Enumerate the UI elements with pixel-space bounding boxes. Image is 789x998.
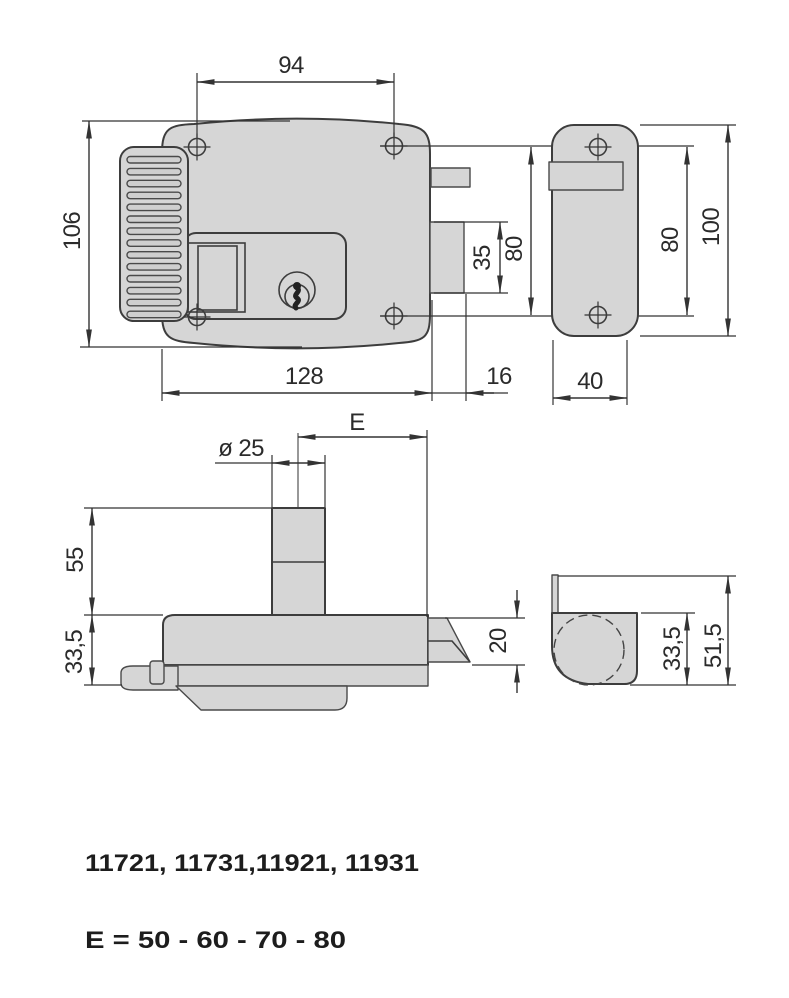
front-dimensions: 94 106 128 16 35 80 [59,52,534,396]
slide-knob-inner [197,245,238,311]
footer: 11721, 11731,11921, 11931 E = 50 - 60 - … [85,850,419,954]
dim-94: 94 [278,52,304,79]
dim-55: 55 [62,547,89,573]
latch-front [430,167,471,188]
section-view: E ø 25 55 33,5 20 [61,409,525,711]
strike-section-dimensions: 33,5 51,5 [659,575,731,686]
keyhole-icon [292,282,301,311]
dim-33-5-right: 33,5 [659,627,686,672]
dim-128: 128 [285,363,323,390]
grille [119,146,189,322]
strike-body-section [551,612,638,685]
dim-51-5: 51,5 [700,624,727,669]
dim-E: E [349,409,364,436]
front-view: 94 106 128 16 35 80 [59,52,694,401]
strike-plate [551,124,639,337]
lock-body-section [162,614,429,666]
case-below [175,685,348,711]
dim-35: 35 [469,245,496,271]
dim-100: 100 [698,208,725,246]
dim-40: 40 [577,368,603,395]
strike-plate-view: 80 100 40 [548,124,736,405]
strike-box [548,161,624,191]
latch-bolt-section [427,617,471,663]
dim-80-front: 80 [501,236,528,262]
deadbolt-front [429,221,465,294]
dim-80-strike: 80 [657,227,684,253]
strike-section-view: 33,5 51,5 [551,574,736,686]
section-dimensions: E ø 25 55 33,5 20 [61,409,520,693]
strike-dimensions: 80 100 40 [552,124,731,401]
strike-extension-lines [552,124,736,405]
dim-106: 106 [59,212,86,250]
e-values: E = 50 - 60 - 70 - 80 [85,927,346,954]
dim-dia-25: ø 25 [218,435,264,462]
model-numbers: 11721, 11731,11921, 11931 [85,850,419,877]
dim-16: 16 [486,363,512,390]
strike-plate-edge [551,574,559,614]
dim-20: 20 [485,628,512,654]
backplate-clip [149,660,165,685]
roller-dashed-circle [553,614,625,686]
backplate-strip [157,664,429,687]
dim-33-5-left: 33,5 [61,630,88,675]
